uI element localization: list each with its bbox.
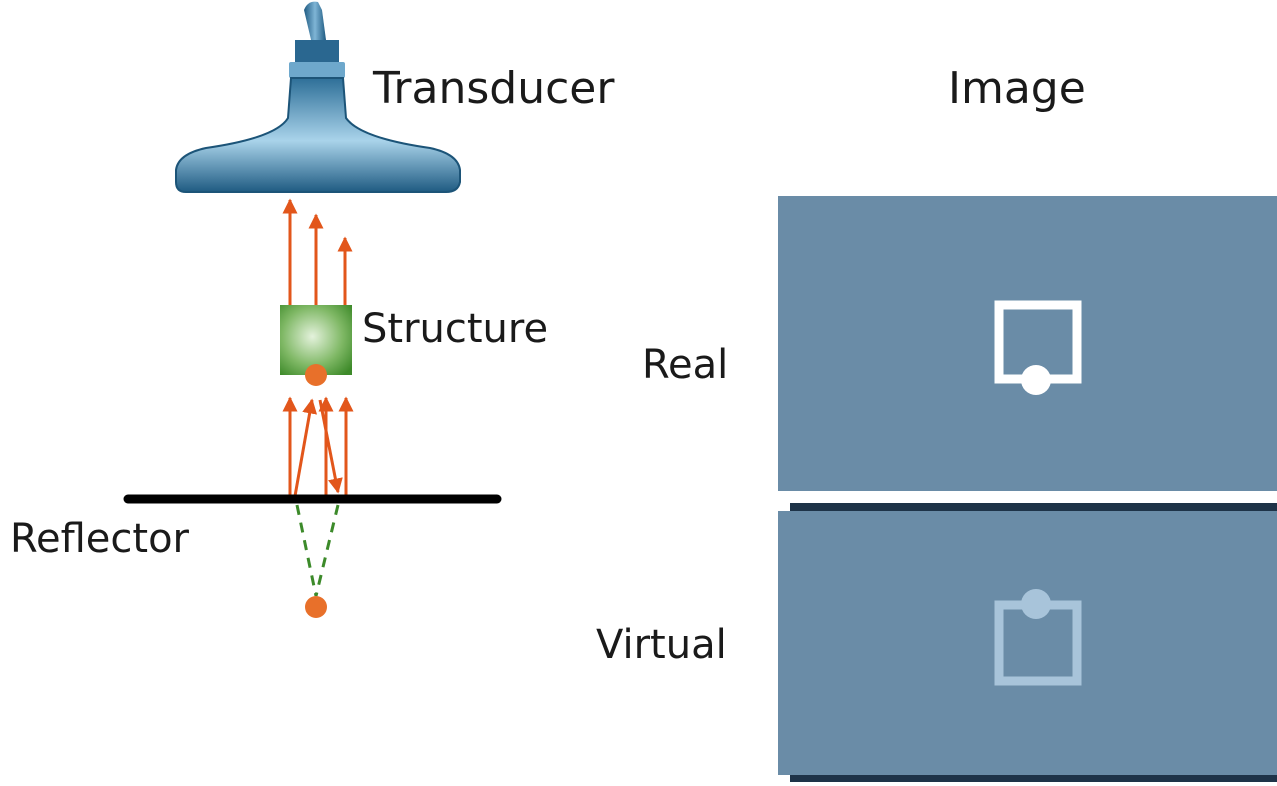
- transducer-collar: [295, 40, 339, 64]
- virtual-path-line: [295, 504, 318, 597]
- real-image-panel: [778, 196, 1277, 491]
- transducer-cable: [304, 1, 326, 44]
- transducer-label: Transducer: [372, 63, 615, 114]
- virtual-marker: [994, 589, 1082, 686]
- transducer-shape: [175, 1, 461, 193]
- structure-label: Structure: [362, 306, 548, 352]
- virtual-path-line: [314, 504, 340, 597]
- virtual-path: [295, 504, 340, 597]
- echo-arrow-down: [318, 399, 343, 494]
- image-label: Image: [948, 63, 1086, 114]
- virtual-point: [305, 596, 327, 618]
- virtual-image-panel: [778, 511, 1277, 775]
- structure-point: [305, 364, 327, 386]
- real-label: Real: [642, 342, 728, 388]
- transducer-band: [289, 62, 345, 78]
- transducer-body: [175, 77, 461, 193]
- virtual-marker-point: [1021, 589, 1051, 619]
- real-marker-point: [1021, 365, 1051, 395]
- echo-arrow-up: [293, 398, 318, 497]
- virtual-label: Virtual: [596, 622, 727, 668]
- real-marker: [994, 300, 1082, 395]
- lower-echo-arrows: [282, 396, 354, 497]
- reflector-label: Reflector: [10, 516, 190, 562]
- upper-echo-arrows: [282, 198, 353, 305]
- structure-block: [280, 305, 352, 375]
